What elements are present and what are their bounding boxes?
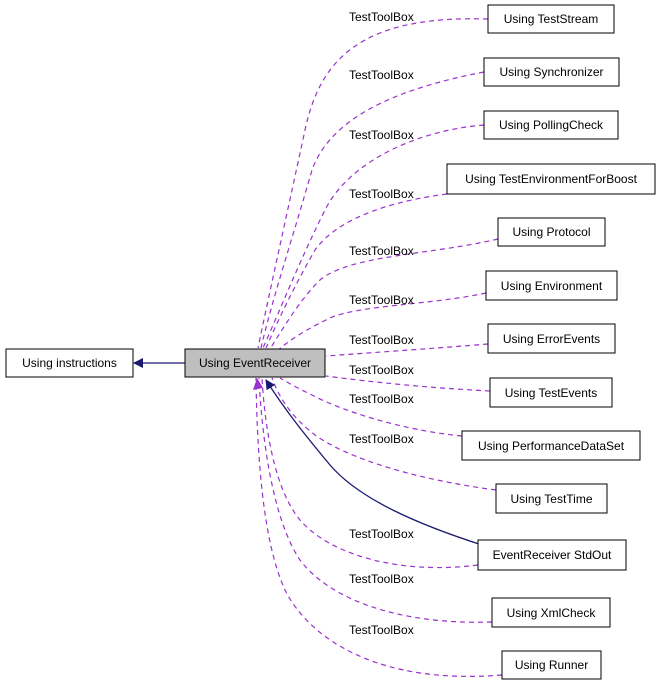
node-label: Using instructions xyxy=(22,356,117,370)
edge-stdout-to-eventreceiver xyxy=(265,379,483,546)
edge-label: TestToolBox xyxy=(349,293,414,307)
node-instructions[interactable]: Using instructions xyxy=(5,348,134,378)
edge-label: TestToolBox xyxy=(349,333,414,347)
node-stdout[interactable]: EventReceiver StdOut xyxy=(477,539,627,571)
edge-polling-check xyxy=(262,124,485,349)
edge-label: TestToolBox xyxy=(349,68,414,82)
dashed-edges xyxy=(255,18,503,677)
node-perf-dataset[interactable]: Using PerformanceDataSet xyxy=(461,430,641,461)
node-environment[interactable]: Using Environment xyxy=(485,270,618,301)
edge-protocol xyxy=(269,238,499,350)
node-label: Using EventReceiver xyxy=(199,356,311,370)
node-runner[interactable]: Using Runner xyxy=(501,650,602,680)
node-polling-check[interactable]: Using PollingCheck xyxy=(483,110,619,140)
node-test-env-boost[interactable]: Using TestEnvironmentForBoost xyxy=(446,163,656,195)
node-label: Using ErrorEvents xyxy=(503,332,600,346)
purple-arrowhead xyxy=(253,378,263,390)
edge-label: TestToolBox xyxy=(349,128,414,142)
node-label: Using PerformanceDataSet xyxy=(478,439,625,453)
edge-label: TestToolBox xyxy=(349,527,414,541)
edge-label: TestToolBox xyxy=(349,363,414,377)
node-label: Using Protocol xyxy=(512,225,590,239)
node-label: Using TestStream xyxy=(504,12,598,26)
edge-label: TestToolBox xyxy=(349,187,414,201)
edge-label: TestToolBox xyxy=(349,432,414,446)
node-label: Using TestEnvironmentForBoost xyxy=(465,172,638,186)
edge-label: TestToolBox xyxy=(349,392,414,406)
node-label: EventReceiver StdOut xyxy=(493,548,612,562)
edge-labels: TestToolBox TestToolBox TestToolBox Test… xyxy=(349,10,414,637)
nodes: Using instructions Using EventReceiver U… xyxy=(5,4,656,680)
node-label: Using TestTime xyxy=(510,492,592,506)
edge-runner xyxy=(255,377,503,677)
node-label: Using Environment xyxy=(501,279,603,293)
node-label: Using TestEvents xyxy=(505,386,598,400)
solid-edges xyxy=(133,358,483,546)
edge-stdout xyxy=(261,377,479,569)
edge-xml-check xyxy=(258,377,493,623)
node-test-time[interactable]: Using TestTime xyxy=(495,483,608,514)
node-protocol[interactable]: Using Protocol xyxy=(497,217,606,247)
node-synchronizer[interactable]: Using Synchronizer xyxy=(483,57,620,87)
node-event-receiver[interactable]: Using EventReceiver xyxy=(184,348,326,378)
node-test-events[interactable]: Using TestEvents xyxy=(489,377,613,408)
node-xml-check[interactable]: Using XmlCheck xyxy=(491,597,611,628)
edge-test-stream xyxy=(257,18,489,349)
node-label: Using Runner xyxy=(515,658,588,672)
node-test-stream[interactable]: Using TestStream xyxy=(487,4,615,34)
edge-test-env-boost xyxy=(265,193,448,349)
edge-synchronizer xyxy=(260,71,485,349)
edge-environment xyxy=(277,292,487,351)
edge-label: TestToolBox xyxy=(349,244,414,258)
edge-test-events xyxy=(325,375,491,392)
edge-label: TestToolBox xyxy=(349,10,414,24)
node-error-events[interactable]: Using ErrorEvents xyxy=(487,323,616,354)
edge-label: TestToolBox xyxy=(349,623,414,637)
node-label: Using XmlCheck xyxy=(507,606,597,620)
node-label: Using PollingCheck xyxy=(499,118,604,132)
edge-perf-dataset xyxy=(279,377,463,437)
edge-label: TestToolBox xyxy=(349,572,414,586)
edge-test-time xyxy=(271,377,497,491)
node-label: Using Synchronizer xyxy=(499,65,603,79)
